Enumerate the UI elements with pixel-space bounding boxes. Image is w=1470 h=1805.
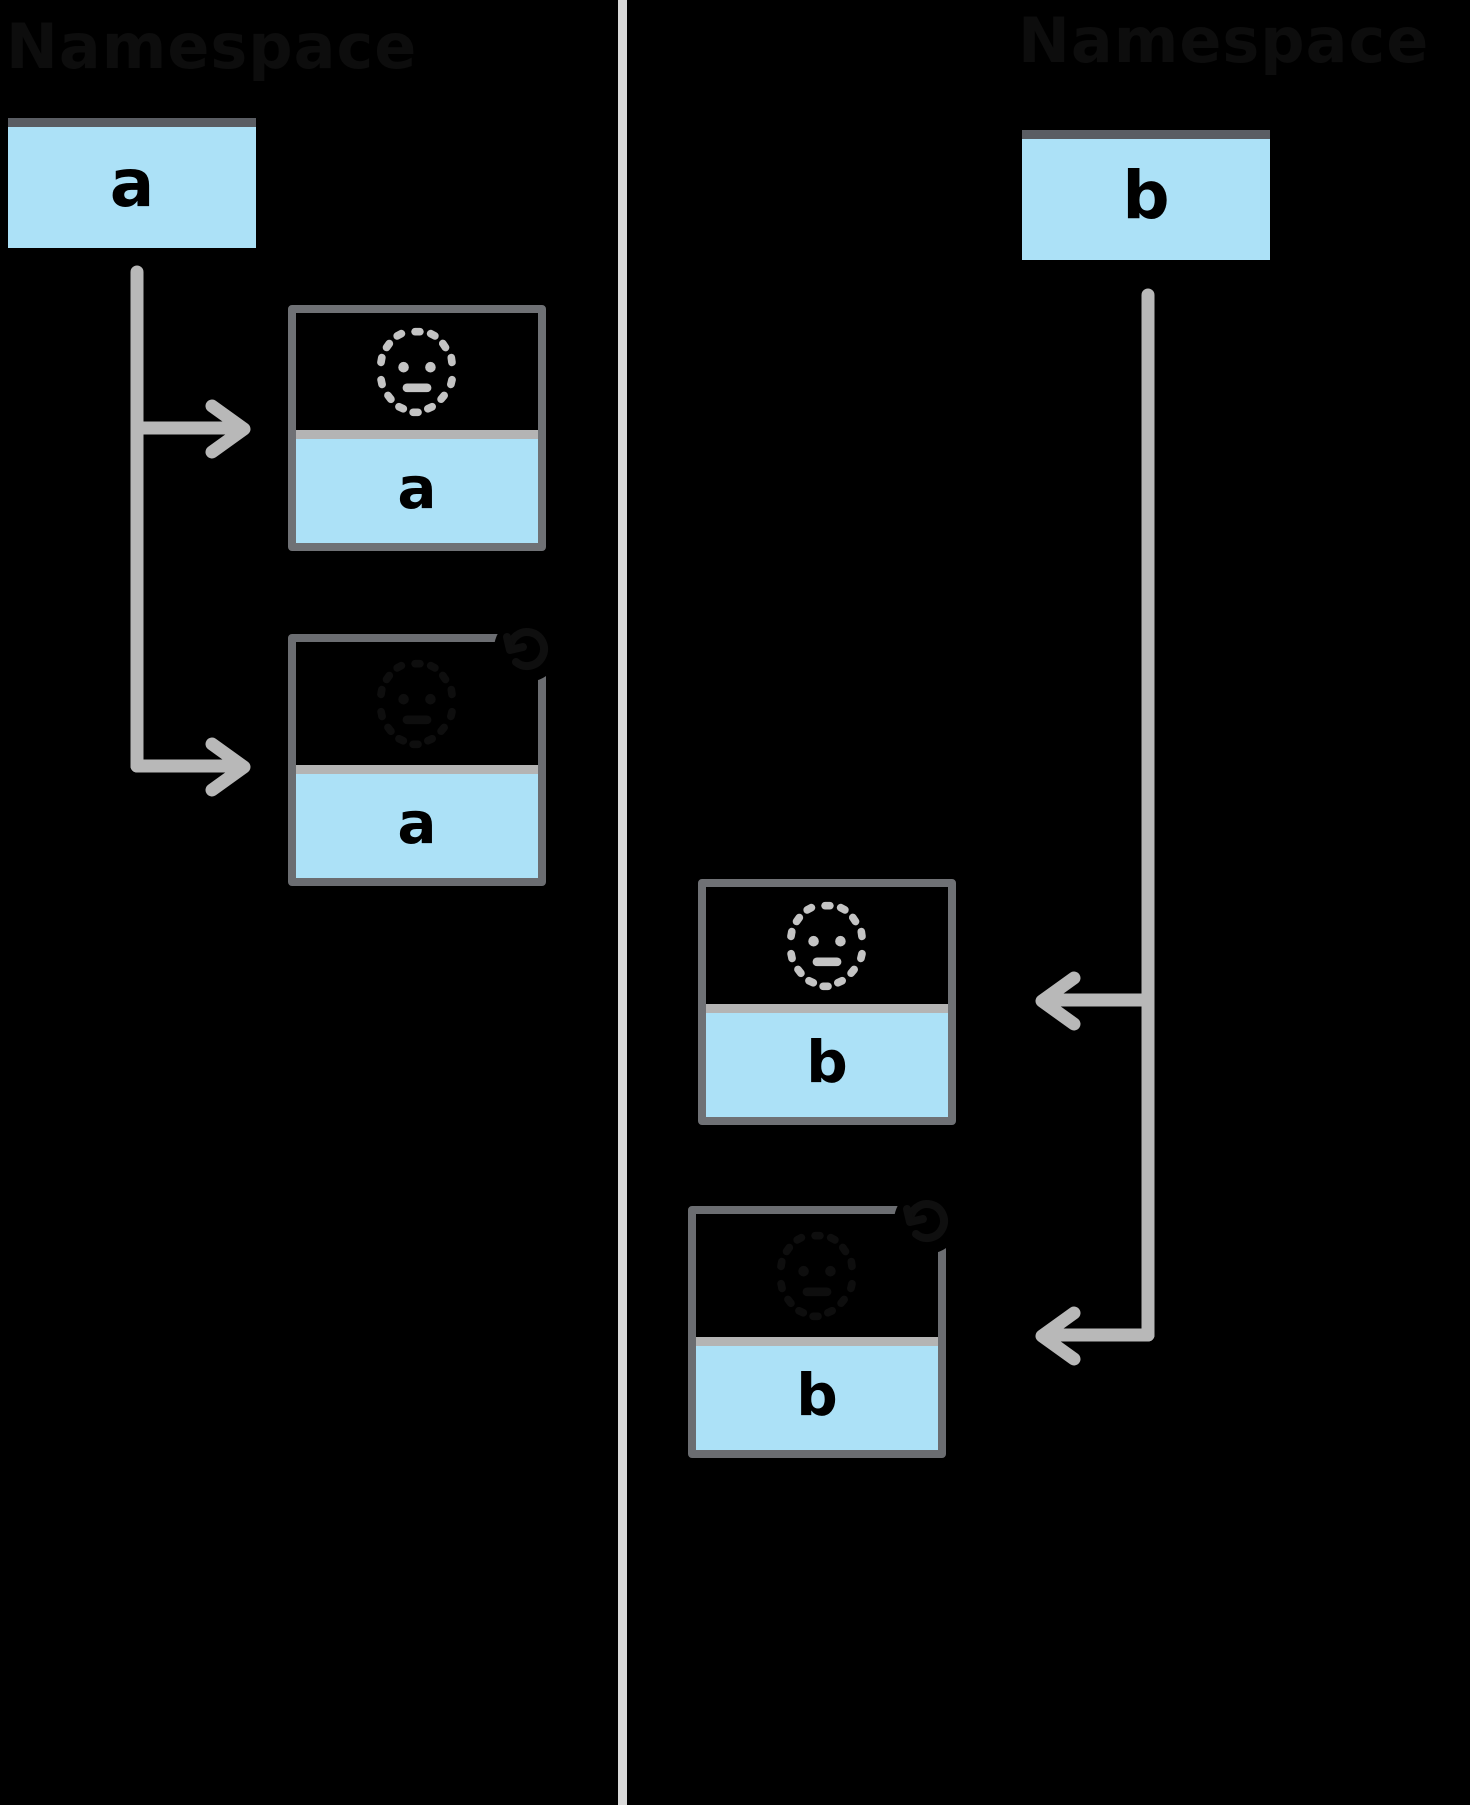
dashed-face-icon [769, 1228, 865, 1324]
card-b-1-label: b [806, 1028, 848, 1096]
arrowhead-b-1 [1035, 971, 1081, 1031]
card-a-2-label-area: a [296, 765, 538, 878]
dashed-face-icon [369, 324, 465, 420]
dashed-face-icon [369, 656, 465, 752]
arrowhead-a-2 [205, 737, 251, 797]
card-b-1-icon-area [706, 887, 948, 1004]
top-box-a-label: a [109, 144, 155, 222]
card-a-1-icon-area [296, 313, 538, 430]
dashed-face-icon [779, 898, 875, 994]
refresh-badge-icon[interactable] [494, 616, 560, 682]
top-box-b-label: b [1122, 156, 1170, 234]
card-b-1-label-area: b [706, 1004, 948, 1117]
card-a-1[interactable]: a [288, 305, 546, 551]
top-box-b[interactable]: b [1022, 130, 1270, 260]
arrowhead-a-1 [205, 399, 251, 459]
card-b-2-label-area: b [696, 1337, 938, 1450]
column-heading-right: Namespace [1018, 4, 1430, 77]
top-box-a[interactable]: a [8, 118, 256, 248]
card-a-2[interactable]: a [288, 616, 560, 886]
card-a-1-label: a [397, 454, 437, 522]
arrowhead-b-2 [1035, 1306, 1081, 1366]
card-b-2-label: b [796, 1361, 838, 1429]
column-heading-left: Namespace [6, 10, 418, 83]
namespace-divider [618, 0, 627, 1805]
card-b-2[interactable]: b [688, 1188, 960, 1458]
card-a-1-label-area: a [296, 430, 538, 543]
refresh-badge-icon[interactable] [894, 1188, 960, 1254]
card-b-1[interactable]: b [698, 879, 956, 1125]
card-a-2-label: a [397, 789, 437, 857]
